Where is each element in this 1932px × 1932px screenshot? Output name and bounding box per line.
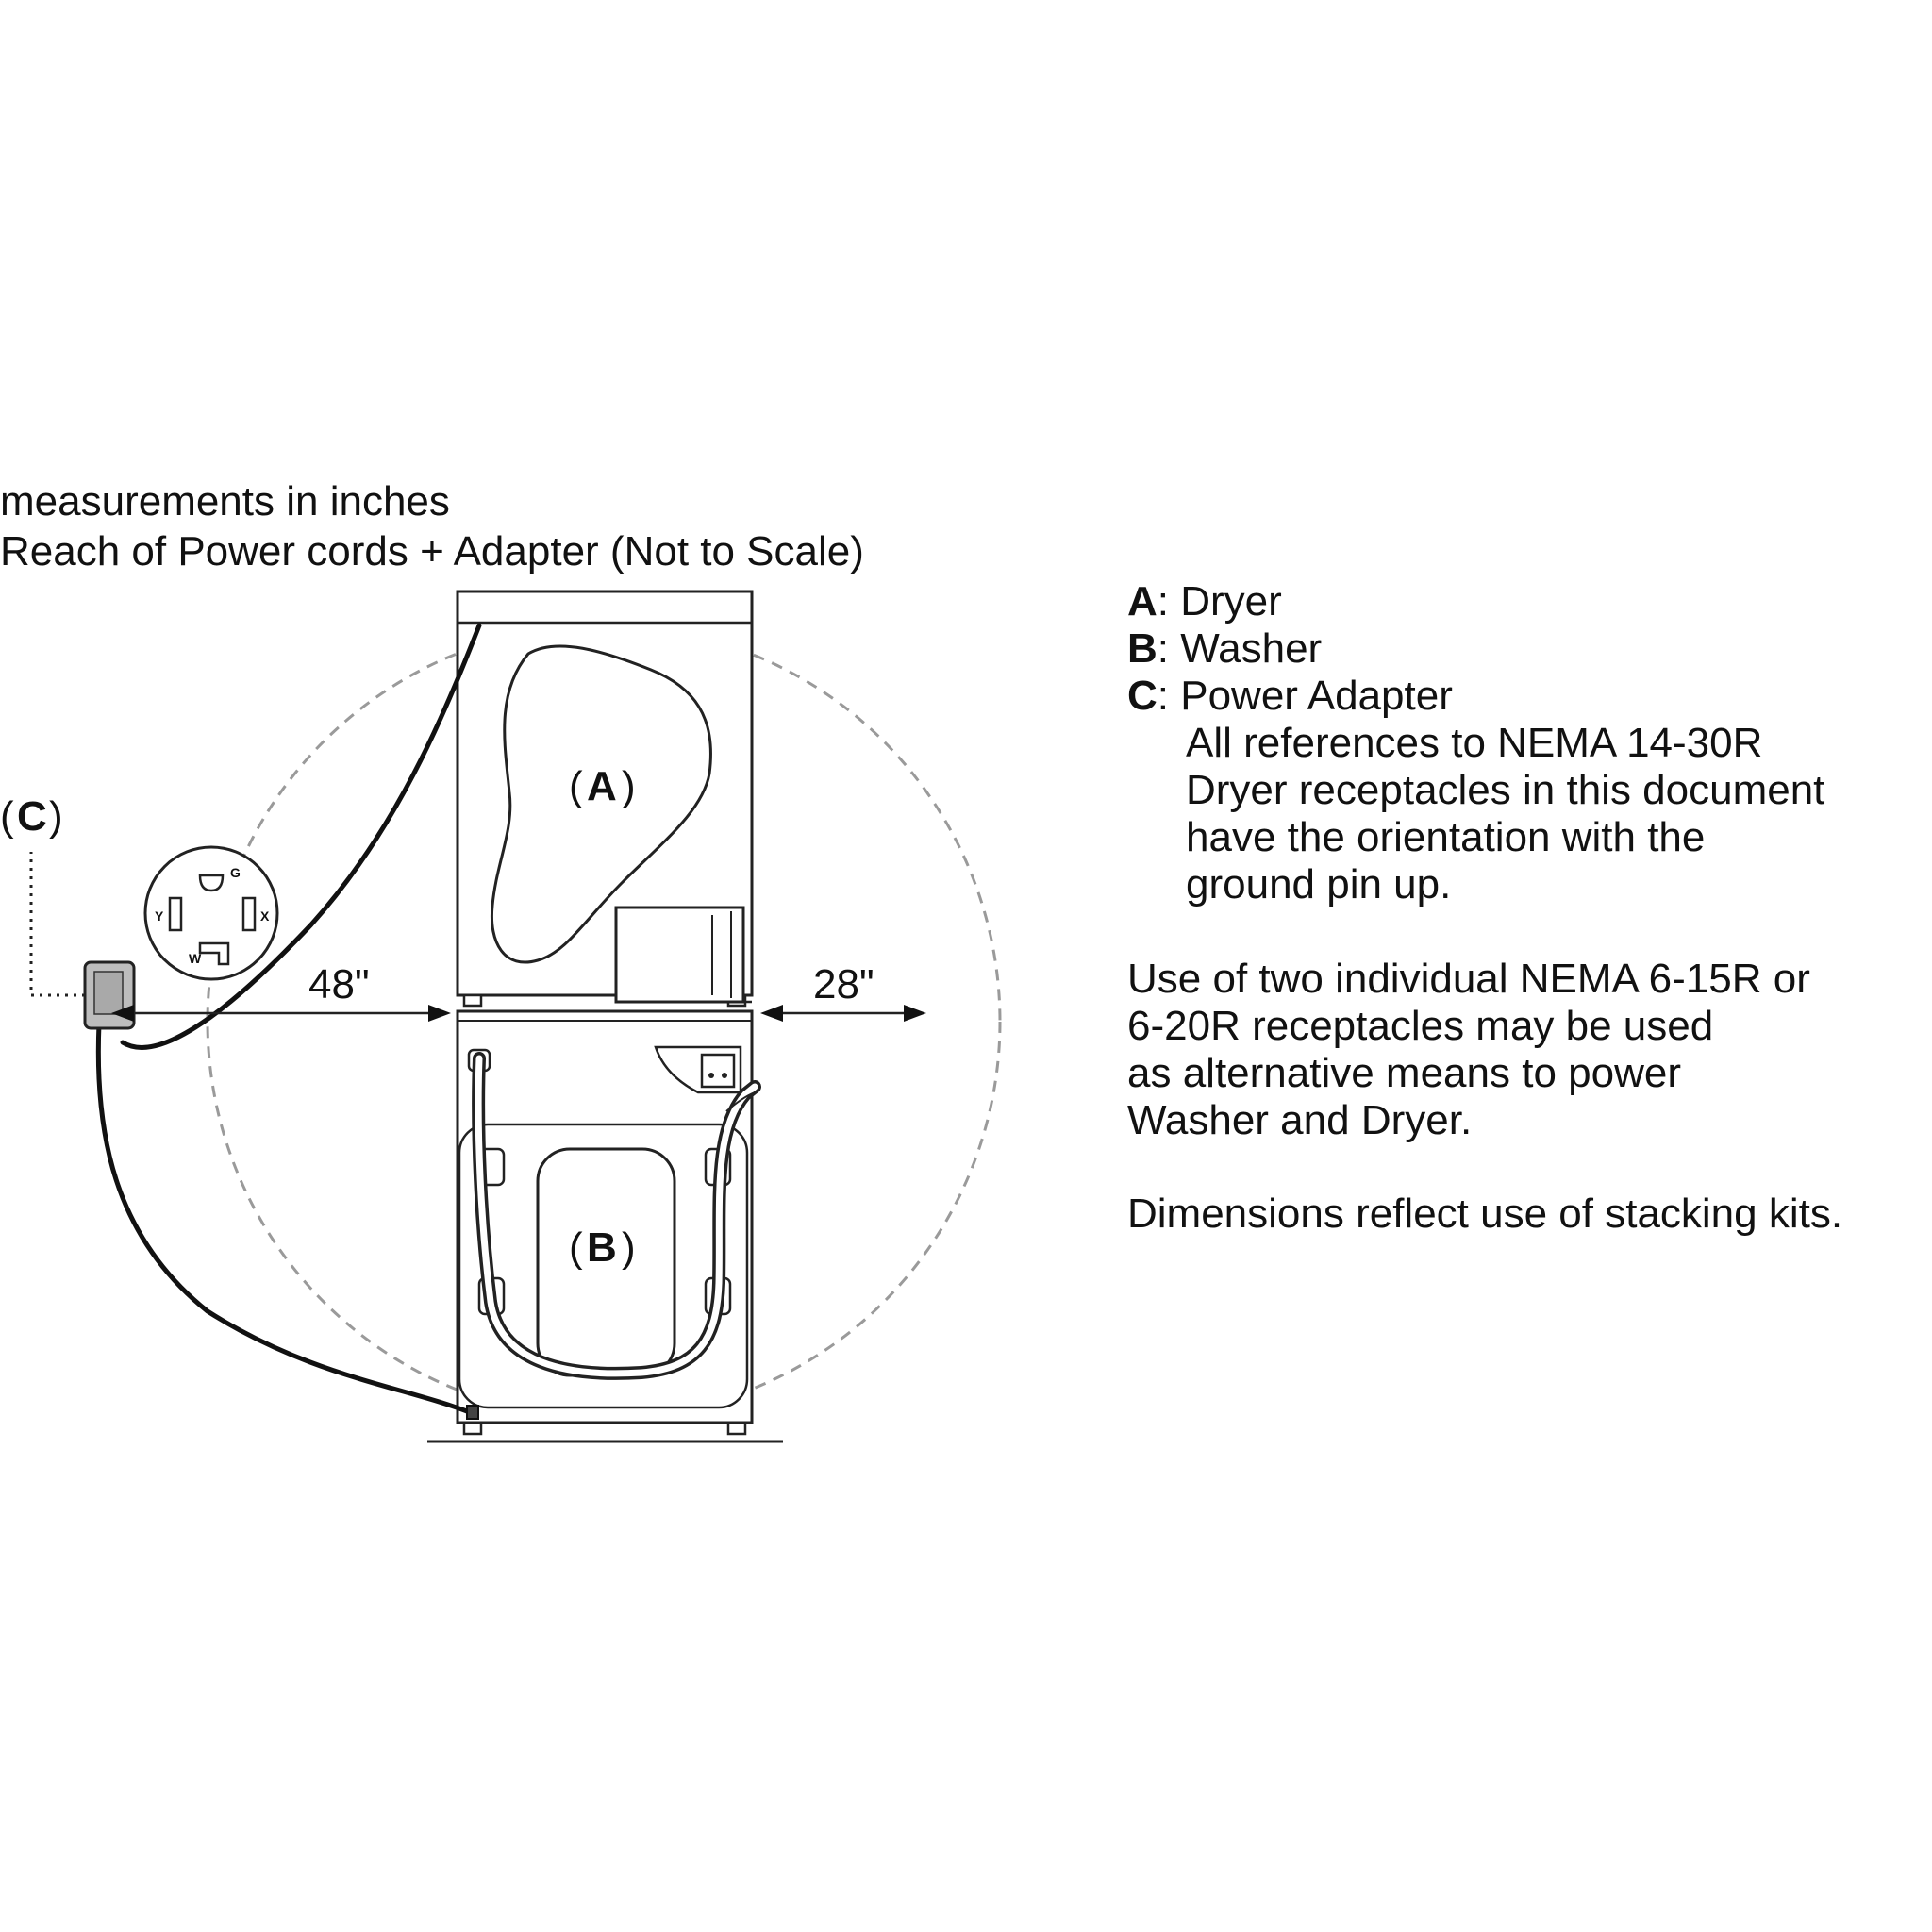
- washer-label-open: (: [569, 1224, 583, 1271]
- left-reach-dimension: [111, 1005, 451, 1022]
- legend-key: B: [1127, 625, 1158, 672]
- legend-separator: :: [1157, 673, 1181, 719]
- legend-separator: :: [1157, 625, 1181, 672]
- dryer-label-open: (: [569, 763, 583, 809]
- legend-item-dryer: A: Dryer: [1127, 578, 1929, 625]
- alternative-note-line: 6-20R receptacles may be used: [1127, 1003, 1714, 1049]
- washer-unit: [456, 1009, 761, 1436]
- adapter-label: C: [17, 793, 47, 840]
- adapter-note-line: Dryer receptacles in this document: [1186, 767, 1825, 813]
- legend-text: Washer: [1180, 625, 1323, 672]
- legend-text: Dryer: [1180, 578, 1282, 625]
- washer-label: B: [587, 1224, 617, 1271]
- washer-label-close: ): [622, 1224, 636, 1271]
- receptacle-pin-w: W: [189, 951, 202, 966]
- receptacle-pin-x: X: [260, 908, 270, 924]
- legend-item-adapter: C: Power Adapter: [1127, 673, 1929, 720]
- dryer-control-box: [614, 906, 745, 1004]
- dryer-unit: [456, 590, 754, 1008]
- diagram-title: Reach of Power cords + Adapter (Not to S…: [0, 528, 864, 575]
- adapter-label-close: ): [49, 793, 63, 840]
- nema-14-30r-receptacle-icon: [143, 845, 279, 981]
- adapter-note-line: have the orientation with the: [1186, 814, 1706, 860]
- legend-key: C: [1127, 673, 1158, 719]
- left-reach-label: 48": [308, 961, 370, 1008]
- receptacle-pin-g: G: [230, 865, 241, 880]
- dryer-label: A: [587, 763, 617, 809]
- receptacle-pin-y: Y: [155, 908, 164, 924]
- dryer-label-close: ): [622, 763, 636, 809]
- right-reach-label: 28": [813, 961, 874, 1008]
- legend-item-washer: B: Washer: [1127, 625, 1929, 673]
- washer-power-cord: [95, 1021, 475, 1416]
- adapter-leader-line: [29, 852, 85, 997]
- legend-separator: :: [1157, 578, 1181, 625]
- adapter-note-line: ground pin up.: [1186, 861, 1452, 908]
- legend-text: Power Adapter: [1180, 673, 1453, 719]
- stacking-kit-note: Dimensions reflect use of stacking kits.: [1127, 1191, 1843, 1237]
- dryer-drum-outline: [490, 644, 712, 964]
- legend-key: A: [1127, 578, 1158, 625]
- adapter-note-line: All references to NEMA 14-30R: [1186, 720, 1763, 766]
- alternative-note-line: as alternative means to power: [1127, 1050, 1681, 1096]
- alternative-note-line: Use of two individual NEMA 6-15R or: [1127, 956, 1810, 1002]
- alternative-note-line: Washer and Dryer.: [1127, 1097, 1473, 1143]
- legend: A: Dryer B: Washer C: Power Adapter All …: [1127, 578, 1929, 908]
- units-note: measurements in inches: [0, 478, 450, 525]
- right-reach-dimension: [760, 1005, 926, 1022]
- dryer-power-cord: [120, 623, 482, 1050]
- adapter-label-open: (: [0, 793, 14, 840]
